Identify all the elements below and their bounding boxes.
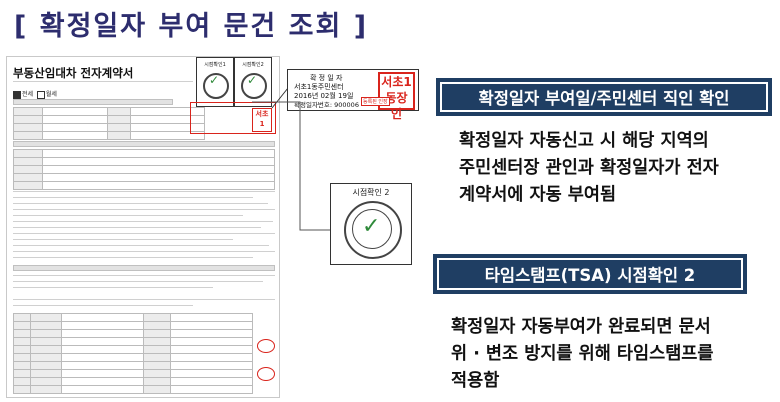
party-table xyxy=(13,313,253,394)
contract-document: 부동산임대차 전자계약서 전세 월세 xyxy=(6,56,280,398)
wolse-label: 월세 xyxy=(45,91,57,98)
doc-section-header xyxy=(13,141,275,147)
document-title: 부동산임대차 전자계약서 xyxy=(13,66,134,80)
doc-text-line xyxy=(13,221,273,222)
district-office-seal-icon: 서초1 동장인 xyxy=(378,72,415,121)
cert-office: 서초1동주민센터 xyxy=(294,83,344,91)
description-line: 주민센터장 관인과 확정일자가 전자 xyxy=(459,158,719,178)
time-seal-2: 시점확인2 ✓ xyxy=(234,57,272,107)
signature-stamp-icon xyxy=(257,367,275,381)
time-seal-1: 시점확인1 ✓ xyxy=(196,57,234,107)
doc-text-line xyxy=(13,299,275,300)
description-line: 확정일자 자동부여가 완료되면 문서 xyxy=(451,317,711,337)
doc-text-line xyxy=(13,275,275,276)
cert-number: 확정일자번호: 900006 xyxy=(294,101,359,109)
doc-text-line xyxy=(13,215,243,216)
description-line: 적용함 xyxy=(451,371,500,391)
seal-text-top: 서초1 xyxy=(381,75,412,89)
seal-label: 시점확인2 xyxy=(242,62,264,68)
time-seal-enlarged: 시점확인 2 ✓ xyxy=(330,183,412,265)
doc-text-line xyxy=(13,197,253,198)
deposit-table xyxy=(13,149,275,190)
seal-inner-ring-icon xyxy=(352,209,392,249)
doc-text-line xyxy=(13,251,275,252)
jeonse-checkbox xyxy=(13,90,21,99)
seal-circle-icon xyxy=(203,73,229,99)
doc-text-line xyxy=(13,245,269,246)
seal-text-bottom: 동장인 xyxy=(385,91,408,121)
seal-label: 시점확인 2 xyxy=(352,188,390,197)
doc-text-line xyxy=(13,81,193,82)
doc-text-line xyxy=(13,233,275,234)
jeonse-label: 전세 xyxy=(22,91,34,98)
cert-date: 2016년 02월 19일 xyxy=(294,92,354,100)
callout-title: 타임스탬프(TSA) 시점확인 2 xyxy=(437,258,743,290)
callout-description: 확정일자 자동부여가 완료되면 문서 위 · 변조 방지를 위해 타임스탬프를 … xyxy=(451,314,714,395)
doc-text-line xyxy=(13,257,253,258)
doc-text-line xyxy=(13,287,213,288)
description-line: 위 · 변조 방지를 위해 타임스탬프를 xyxy=(451,344,714,364)
doc-section-header xyxy=(13,99,173,105)
doc-section-header xyxy=(13,265,275,271)
registered-seal-tag: 등록된 인장 xyxy=(361,97,390,106)
seal-circle-icon xyxy=(344,201,402,259)
seal-label: 시점확인1 xyxy=(204,62,226,68)
contract-type-checkboxes: 전세 월세 xyxy=(13,89,57,99)
highlight-box xyxy=(190,102,276,134)
description-line: 계약서에 자동 부여됨 xyxy=(459,185,617,205)
check-icon: ✓ xyxy=(362,214,381,239)
callout-description: 확정일자 자동신고 시 해당 지역의 주민센터장 관인과 확정일자가 전자 계약… xyxy=(459,128,719,209)
doc-text-line xyxy=(13,239,233,240)
signature-stamp-icon xyxy=(257,339,275,353)
confirmed-date-stamp: 확 정 일 자 서초1동주민센터 2016년 02월 19일 확정일자번호: 9… xyxy=(287,69,419,121)
description-line: 확정일자 자동신고 시 해당 지역의 xyxy=(459,131,709,151)
doc-text-line xyxy=(13,191,275,192)
doc-text-line xyxy=(13,227,261,228)
page-title: [ 확정일자 부여 문건 조회 ] xyxy=(14,11,369,42)
callout-confirmed-date: 확정일자 부여일/주민센터 직인 확인 xyxy=(436,78,772,116)
connector-line xyxy=(252,101,330,231)
cert-title: 확 정 일 자 xyxy=(310,74,343,82)
doc-text-line xyxy=(13,281,263,282)
seal-circle-icon xyxy=(241,73,267,99)
callout-timestamp: 타임스탬프(TSA) 시점확인 2 xyxy=(433,254,747,294)
doc-text-line xyxy=(13,203,268,204)
check-icon: ✓ xyxy=(209,73,220,87)
property-table xyxy=(13,107,205,140)
check-icon: ✓ xyxy=(247,73,258,87)
doc-text-line xyxy=(13,305,193,306)
callout-title: 확정일자 부여일/주민센터 직인 확인 xyxy=(440,82,768,112)
wolse-checkbox xyxy=(36,90,45,99)
connector-line xyxy=(271,87,289,109)
doc-text-line xyxy=(13,209,275,210)
